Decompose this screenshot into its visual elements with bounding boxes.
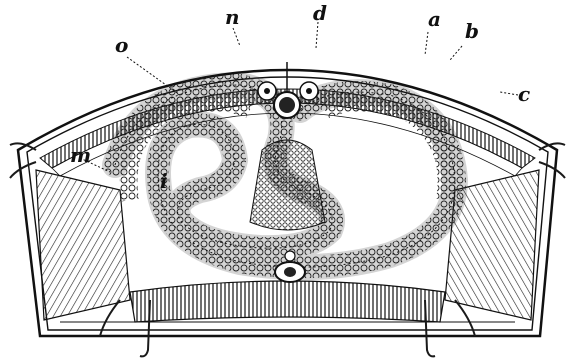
label-c: c: [518, 82, 530, 106]
label-d: d: [313, 1, 327, 25]
label-n: n: [225, 5, 240, 29]
label-i: i: [160, 169, 168, 193]
label-m: m: [70, 143, 91, 167]
label-b: b: [465, 19, 479, 43]
label-a: a: [428, 7, 441, 31]
label-o: o: [115, 33, 128, 57]
